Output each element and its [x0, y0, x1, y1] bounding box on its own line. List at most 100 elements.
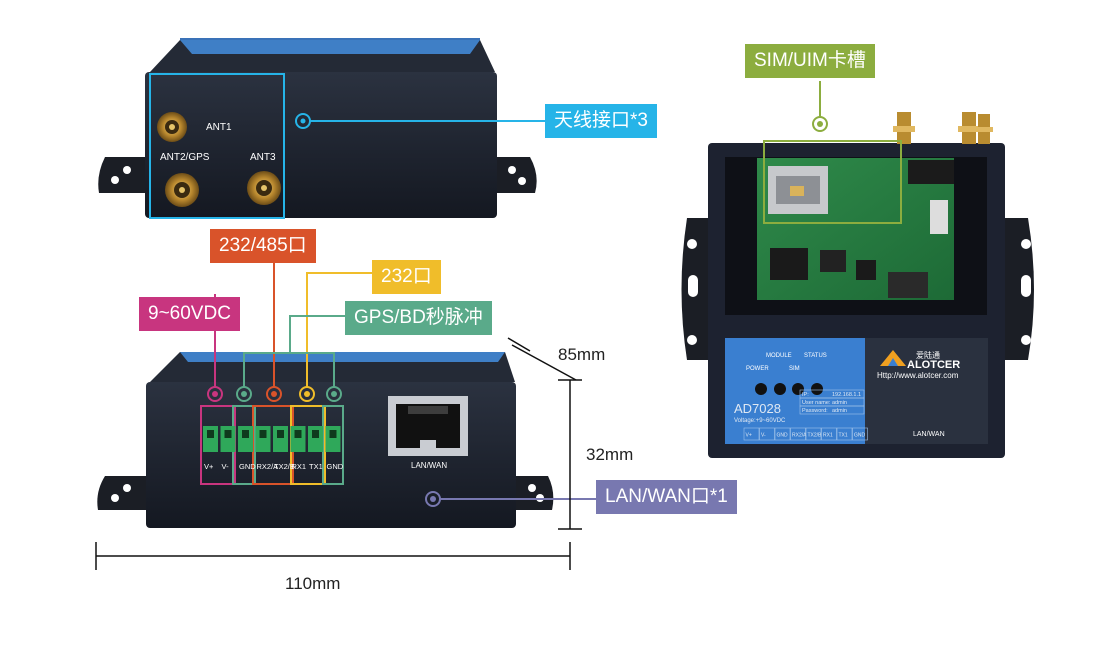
terminal-screw [277, 430, 284, 438]
terminal-label: V- [222, 462, 230, 471]
terminal-blocks [203, 426, 341, 452]
terminal-screw [294, 430, 302, 438]
pcb-connector [888, 272, 928, 298]
mount-hole [687, 239, 697, 249]
sim-marker [812, 116, 828, 132]
ant1-connector [157, 112, 187, 142]
rs485-callout: 232/485口 [210, 229, 316, 263]
back-device: POWER MODULE SIM STATUS AD7028 Voltage:+… [681, 81, 1034, 458]
sim-contacts [790, 186, 804, 196]
ant2-connector [165, 173, 199, 207]
info-value: 192.168.1.1 [832, 392, 861, 398]
info-cell [799, 405, 865, 415]
top-device-body [145, 72, 497, 218]
led-power [755, 383, 767, 395]
back-antenna-connector [958, 112, 980, 144]
rs232-leader [306, 272, 376, 387]
ant3-connector [247, 171, 281, 205]
info-key: Password: [802, 408, 828, 414]
mount-hole [508, 166, 516, 174]
terminal-block [273, 426, 288, 452]
pin-cell [790, 427, 806, 441]
info-value: admin [832, 408, 847, 414]
antenna-marker-dot [300, 118, 306, 124]
info-value: admin [832, 400, 847, 406]
sim-marker-dot [817, 121, 823, 127]
mount-slot [688, 275, 698, 297]
height-dimension-label: 32mm [586, 445, 634, 464]
pin-cell [821, 427, 837, 441]
ant3-label: ANT3 [250, 152, 276, 163]
pin-label: RX2/A [792, 433, 807, 439]
mount-hole [687, 335, 697, 345]
pcb-connector [908, 160, 954, 184]
led-sim [792, 383, 804, 395]
pin-cell [805, 427, 822, 441]
back-antenna-connector [975, 114, 993, 144]
terminal-block [220, 426, 236, 452]
pin-label: RX1 [823, 433, 833, 439]
terminal-screw [312, 430, 319, 438]
pcb-switch [930, 200, 948, 234]
terminal-screw [224, 430, 232, 438]
front-mount-ear-left [97, 476, 150, 510]
terminal-label: GND [327, 462, 344, 471]
mount-hole [1021, 335, 1031, 345]
model-label: AD7028 [734, 401, 781, 416]
pcb-chip [770, 248, 808, 280]
led-status-label: STATUS [804, 353, 827, 359]
lan-port [388, 396, 468, 456]
voltage-label: Voltage:+9~60VDC [734, 418, 786, 424]
terminal-block [325, 426, 341, 452]
led-module-label: MODULE [766, 353, 792, 359]
top-device: ANT1 ANT2/GPS ANT3 [98, 38, 545, 219]
mount-hole [123, 166, 131, 174]
mount-hole [518, 177, 526, 185]
terminal-block [203, 426, 218, 452]
mount-hole [111, 494, 119, 502]
depth-dimension-line [511, 344, 577, 381]
gps-leader [289, 315, 345, 353]
terminal-screw [207, 430, 214, 438]
top-device-label-strip [180, 40, 480, 54]
depth-dimension-label: 85mm [558, 345, 606, 364]
led-sim-label: SIM [789, 366, 800, 372]
info-key: IP: [802, 392, 809, 398]
pin-cell [759, 427, 775, 441]
antenna-highlight-box [149, 73, 285, 219]
power-callout: 9~60VDC [139, 297, 240, 331]
pin-label: V- [761, 433, 766, 439]
lan-callout: LAN/WAN口*1 [596, 480, 737, 514]
mount-slot [1021, 275, 1031, 297]
mount-hole [1021, 239, 1031, 249]
info-key: User name: [802, 400, 831, 406]
pin-label: TX2/B [808, 433, 823, 439]
pcb-chip [856, 260, 876, 280]
pin-label: GND [777, 433, 789, 439]
url-label: Http://www.alotcer.com [877, 371, 959, 380]
terminal-screw [329, 430, 337, 438]
ant1-label: ANT1 [206, 122, 232, 133]
pin-label: GND [854, 433, 866, 439]
pin-label: TX1 [839, 433, 848, 439]
terminal-label: V+ [204, 462, 214, 471]
dimension-lines [95, 337, 582, 570]
terminal-label: TX1 [309, 462, 323, 471]
pin-cell [743, 427, 760, 441]
brand-label: ALOTCER [907, 359, 960, 371]
rs232-callout: 232口 [372, 260, 441, 294]
gps-callout: GPS/BD秒脉冲 [345, 301, 492, 335]
lan-port-label: LAN/WAN [411, 461, 447, 470]
front-device-label-strip [180, 352, 505, 362]
alotcer-logo-icon [880, 350, 906, 366]
terminal-label: RX2/A [257, 462, 279, 471]
terminal-block [238, 426, 253, 452]
terminal-block [290, 426, 306, 452]
mount-hole [111, 176, 119, 184]
terminal-block [308, 426, 323, 452]
ant2-label: ANT2/GPS [160, 152, 210, 163]
